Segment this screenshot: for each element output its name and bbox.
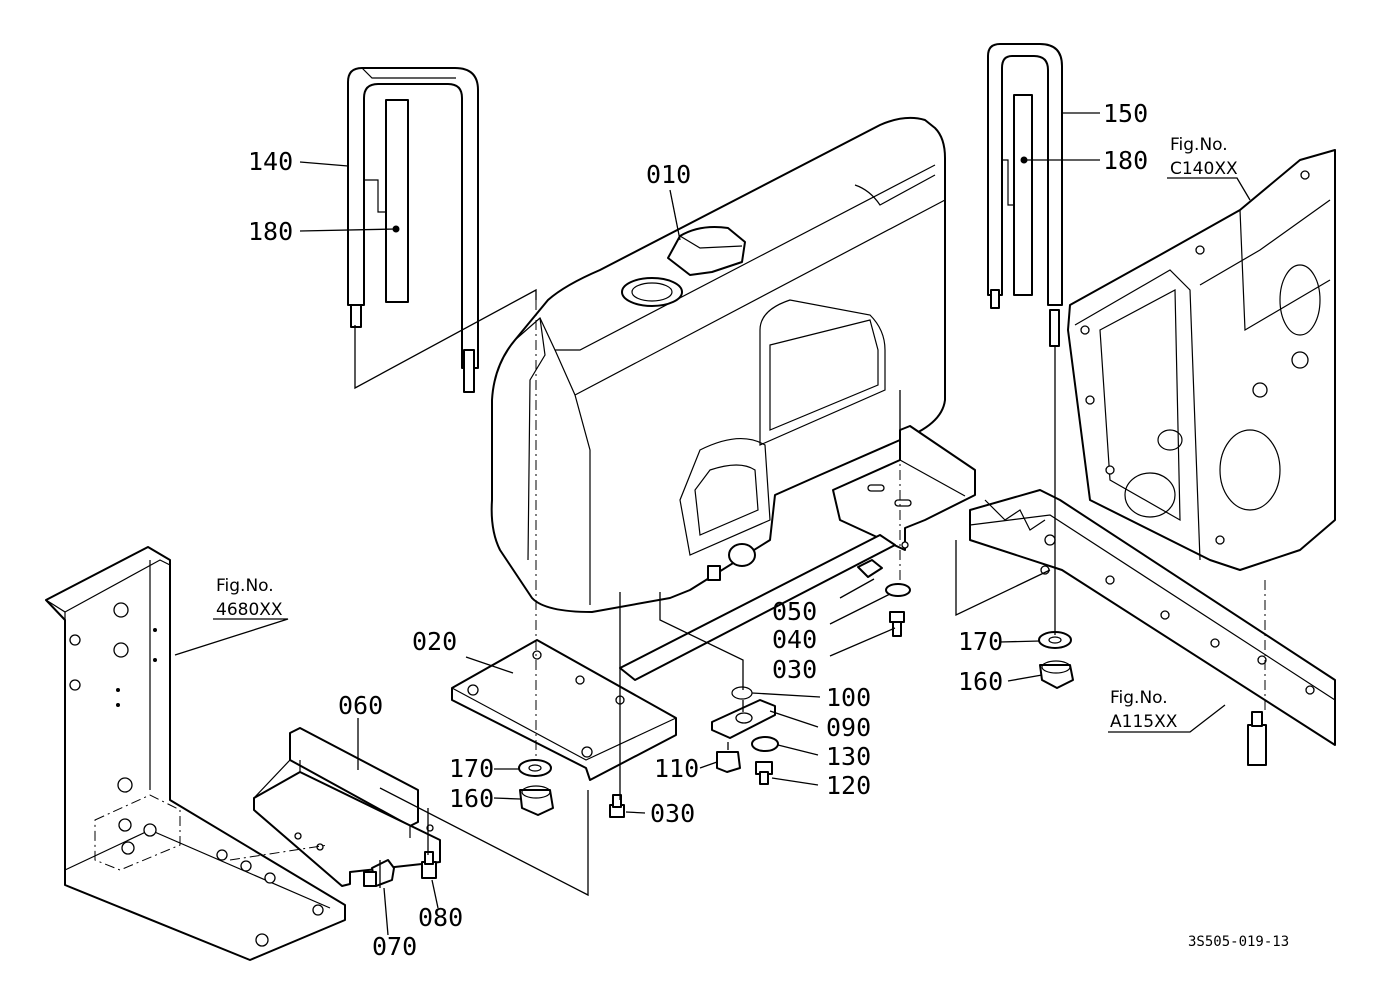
strap-left-140	[347, 67, 479, 393]
figure-references: Fig.No. C140XX Fig.No. 4680XX Fig.No. A1…	[216, 135, 1238, 732]
callout-150: 150	[1103, 99, 1148, 128]
callout-120: 120	[826, 771, 871, 800]
callout-070: 070	[372, 932, 417, 961]
callout-040: 040	[772, 625, 817, 654]
callout-110: 110	[654, 754, 699, 783]
callout-180-right: 180	[1103, 146, 1148, 175]
tank-bracket-right	[619, 425, 976, 681]
fig-ref-c140-number: C140XX	[1170, 159, 1238, 179]
drawing-code: 3S505-019-13	[1188, 934, 1289, 950]
callout-030-bottom: 030	[650, 799, 695, 828]
callout-080: 080	[418, 903, 463, 932]
fig-ref-a115-prefix: Fig.No.	[1110, 688, 1168, 708]
callout-180-left: 180	[248, 217, 293, 246]
callout-100: 100	[826, 683, 871, 712]
callout-010: 010	[646, 160, 691, 189]
frame-4680xx	[45, 546, 346, 961]
fig-ref-4680-number: 4680XX	[216, 600, 283, 620]
bracket-060	[253, 727, 441, 887]
fig-ref-4680-prefix: Fig.No.	[216, 576, 274, 596]
leader-lines	[174, 112, 1251, 936]
fuel-tank-010	[490, 116, 946, 613]
callout-140: 140	[248, 147, 293, 176]
callout-170-left: 170	[449, 754, 494, 783]
callout-090: 090	[826, 713, 871, 742]
fig-ref-a115-number: A115XX	[1110, 712, 1178, 732]
fig-ref-c140-prefix: Fig.No.	[1170, 135, 1228, 155]
callout-160-left: 160	[449, 784, 494, 813]
callout-030-right: 030	[772, 655, 817, 684]
callout-020: 020	[412, 627, 457, 656]
assembly-lines	[229, 288, 1266, 897]
fasteners	[363, 559, 1074, 887]
callout-050: 050	[772, 597, 817, 626]
callout-160-right: 160	[958, 667, 1003, 696]
transmission-c140xx	[1067, 149, 1336, 571]
callout-060: 060	[338, 691, 383, 720]
callout-labels: 010 020 030 030 040 050 060 070 080 090 …	[248, 99, 1148, 961]
callout-170-right: 170	[958, 627, 1003, 656]
rail-a115xx	[969, 489, 1336, 766]
callout-130: 130	[826, 742, 871, 771]
strap-right-150	[987, 43, 1063, 347]
